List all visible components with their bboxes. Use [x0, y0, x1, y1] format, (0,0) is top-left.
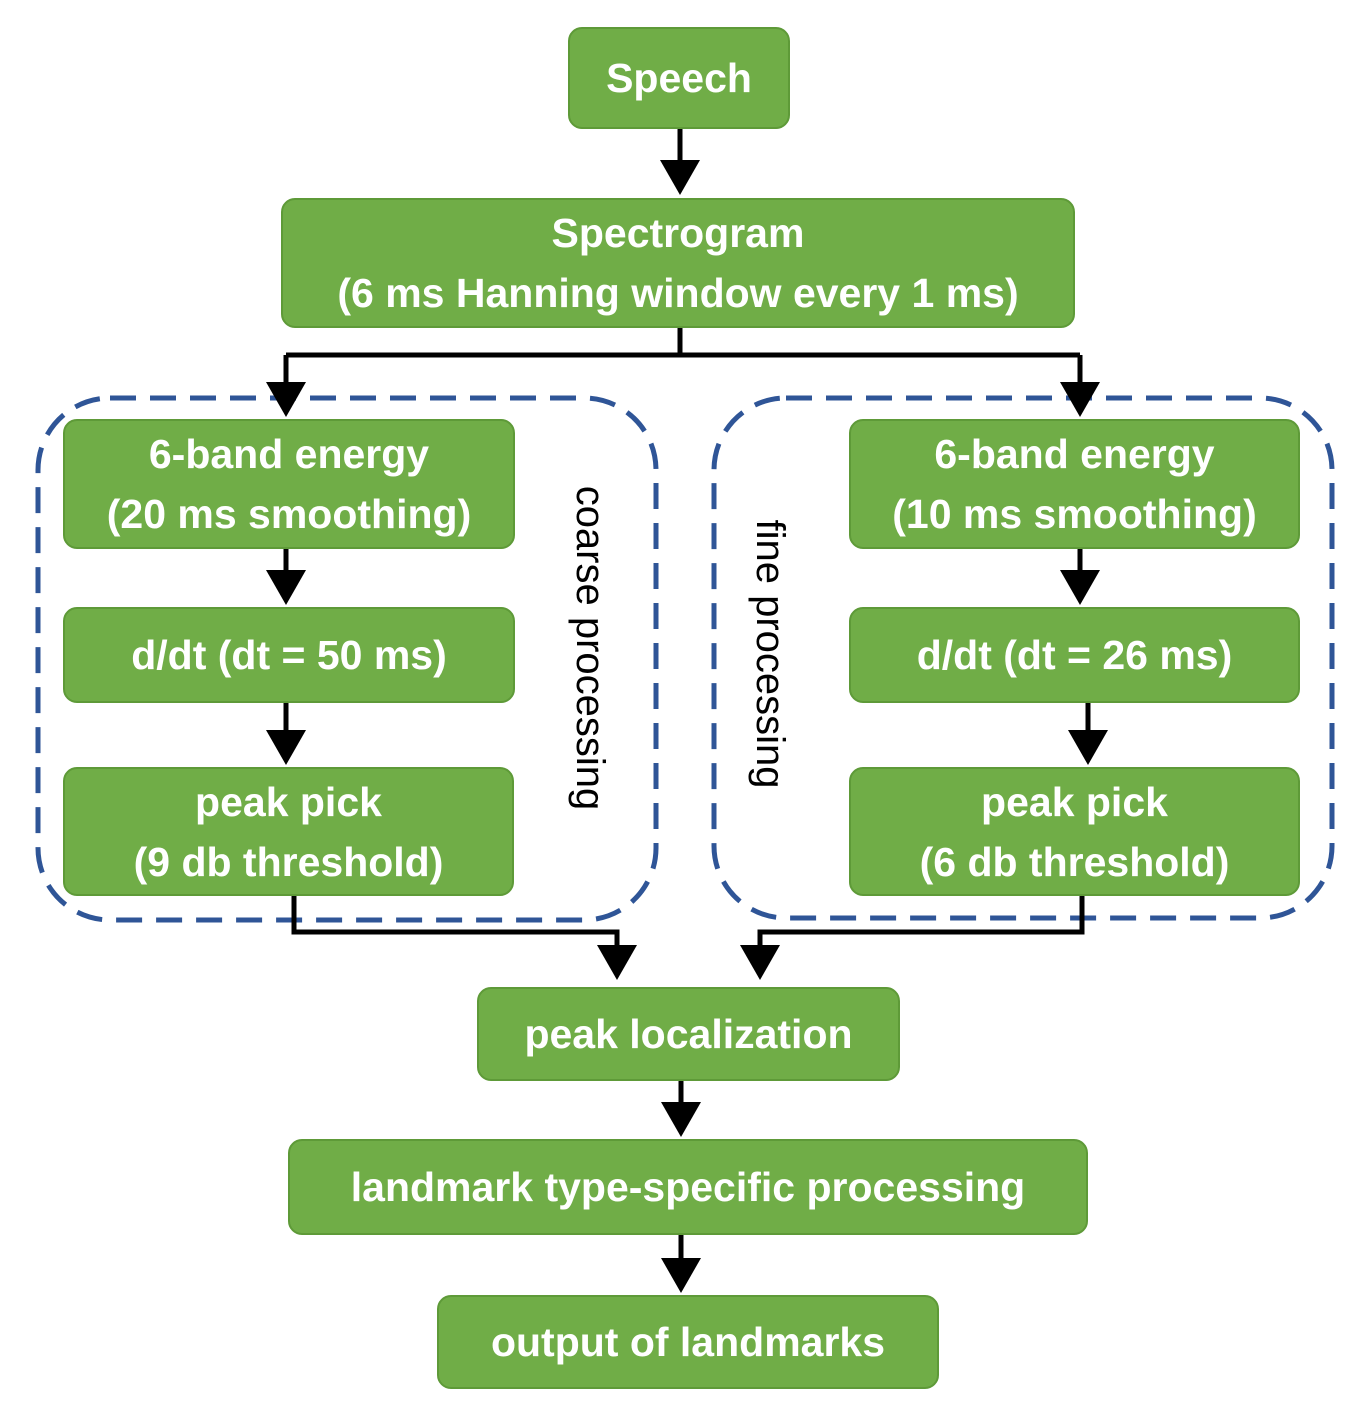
coarse-derivative-node: d/dt (dt = 50 ms)	[63, 607, 515, 703]
output-label: output of landmarks	[490, 1319, 886, 1365]
fine-peak-pick-node: peak pick (6 db threshold)	[849, 767, 1300, 896]
peak-localization-node: peak localization	[477, 987, 900, 1081]
coarse-derivative-label: d/dt (dt = 50 ms)	[131, 632, 447, 678]
connector-spectrogram-split	[286, 327, 1080, 358]
fine-processing-label: fine processing	[748, 519, 792, 789]
coarse-processing-label: coarse processing	[568, 485, 612, 811]
fine-peak-detail: (6 db threshold)	[919, 838, 1230, 885]
fine-derivative-label: d/dt (dt = 26 ms)	[916, 632, 1233, 678]
coarse-energy-detail: (20 ms smoothing)	[106, 491, 472, 537]
spectrogram-detail: (6 ms Hanning window every 1 ms)	[337, 270, 1019, 316]
coarse-peak-detail: (9 db threshold)	[133, 838, 444, 885]
output-node: output of landmarks	[437, 1295, 939, 1389]
type-specific-processing-label: landmark type-specific processing	[350, 1164, 1026, 1210]
fine-processing-group	[711, 395, 1335, 921]
spectrogram-title: Spectrogram	[551, 210, 805, 256]
fine-peak-title: peak pick	[981, 778, 1168, 825]
coarse-energy-title: 6-band energy	[148, 431, 430, 477]
fine-energy-detail: (10 ms smoothing)	[892, 491, 1257, 537]
fine-energy-title: 6-band energy	[934, 431, 1215, 477]
fine-derivative-node: d/dt (dt = 26 ms)	[849, 607, 1300, 703]
speech-node: Speech	[568, 27, 790, 129]
arrow-coarse-peak-to-localization	[291, 895, 637, 980]
speech-label: Speech	[606, 55, 752, 101]
coarse-processing-group	[35, 395, 659, 923]
spectrogram-node: Spectrogram (6 ms Hanning window every 1…	[281, 198, 1075, 328]
coarse-peak-pick-node: peak pick (9 db threshold)	[63, 767, 514, 896]
arrow-fine-peak-to-localization	[740, 895, 1085, 980]
coarse-energy-node: 6-band energy (20 ms smoothing)	[63, 419, 515, 549]
coarse-peak-title: peak pick	[195, 778, 382, 825]
type-specific-processing-node: landmark type-specific processing	[288, 1139, 1088, 1235]
peak-localization-label: peak localization	[524, 1011, 853, 1057]
fine-energy-node: 6-band energy (10 ms smoothing)	[849, 419, 1300, 549]
